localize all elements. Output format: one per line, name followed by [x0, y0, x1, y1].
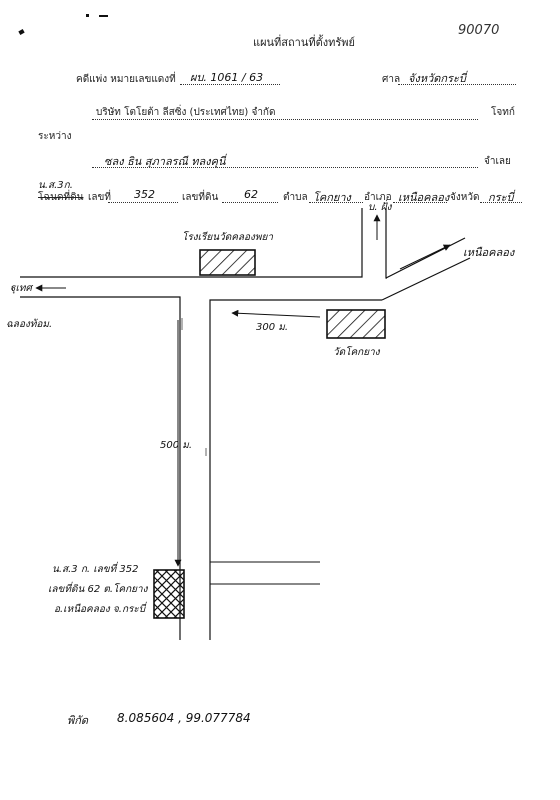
deed-number: 352: [134, 188, 155, 201]
temple-building: [326, 309, 386, 339]
distance-1-label: 300 ม.: [256, 322, 289, 333]
case-number-line: [180, 84, 280, 85]
road-edge: [385, 237, 466, 279]
defendant-name: ซลง ธิน สุภาลรณี ทลงคุนี่: [104, 155, 226, 168]
case-label: คดีแพ่ง หมายเลขแดงที่: [76, 74, 176, 85]
road-edge: [20, 208, 363, 278]
between-label: ระหว่าง: [38, 131, 72, 142]
arrow-distance-1: [231, 309, 321, 318]
page-title: แผนที่สถานที่ตั้งทรัพย์: [253, 36, 355, 49]
property-info-line-1: น.ส.3 ก. เลขที่ 352: [52, 564, 139, 575]
property-plot: [153, 569, 185, 619]
subdistrict-label: ตำบล: [283, 192, 308, 203]
ink-mark: [99, 15, 108, 17]
defendant-line: [92, 167, 478, 168]
coords-value: 8.085604 , 99.077784: [117, 711, 251, 725]
district-label: อำเภอ: [364, 192, 392, 203]
district: เหนือคลอง: [398, 191, 450, 204]
deed-type-struck: โฉนดที่ดิน: [38, 192, 84, 203]
deed-type-handwritten: น.ส.3ก.: [38, 180, 73, 191]
road-to-right-label: เหนือคลอง: [463, 246, 515, 259]
province-label: จังหวัด: [450, 192, 480, 203]
deed-number-line: [108, 202, 178, 203]
ink-mark: [86, 14, 89, 17]
land-no: 62: [244, 188, 258, 201]
property-info-line-2: เลขที่ดิน 62 ต.โคกยาง: [48, 584, 148, 595]
property-info-line-3: อ.เหนือคลอง จ.กระบี่: [54, 604, 146, 615]
court-line: [398, 84, 516, 85]
road-to-left-label-2: ฉลองท้อม.: [6, 319, 53, 330]
subdistrict: โคกยาง: [313, 191, 351, 204]
district-line: [393, 202, 447, 203]
case-number: ผบ. 1061 / 63: [190, 71, 264, 84]
school-building: [199, 249, 256, 276]
road-to-top-label: บ. ฝั่ง: [368, 202, 392, 213]
province-line: [480, 202, 522, 203]
distance-2-label: 500 ม.: [160, 440, 193, 451]
document-number: 90070: [458, 23, 500, 38]
road-edge: [209, 299, 382, 640]
court-label: ศาล: [382, 74, 401, 85]
court-name: จังหวัดกระบี่: [408, 72, 466, 85]
land-no-line: [222, 202, 278, 203]
subdistrict-line: [309, 202, 363, 203]
province: กระบี่: [488, 191, 514, 204]
temple-label: วัดโคกยาง: [333, 347, 380, 358]
arrow-right: [399, 244, 451, 270]
road-to-left-label-1: ฐุเทศ: [10, 283, 32, 294]
road-edge: [20, 296, 181, 640]
plaintiff-role: โจทก์: [491, 107, 515, 118]
deed-number-label: เลขที่: [88, 192, 111, 203]
school-label: โรงเรียนวัดคลองพยา: [182, 232, 273, 243]
road-edge: [385, 208, 387, 279]
coords-label: พิกัด: [67, 714, 89, 727]
road-edge: [381, 257, 471, 301]
land-no-label: เลขที่ดิน: [182, 192, 219, 203]
plaintiff-line: [92, 119, 478, 120]
defendant-role: จำเลย: [484, 156, 511, 167]
plaintiff-name: บริษัท โตโยต้า ลีสซิ่ง (ประเทศไทย) จำกัด: [96, 107, 276, 118]
